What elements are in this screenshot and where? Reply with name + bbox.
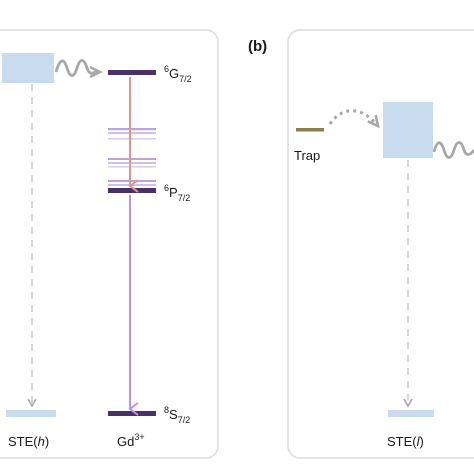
label-ste-l: STE(l) [387, 434, 424, 449]
ste-l-excited-box [383, 102, 433, 158]
ste-l-energy-transfer-wave [432, 141, 474, 159]
panel-a-frame [0, 29, 219, 459]
level-intermediate-3 [108, 138, 156, 140]
ste-l-ground-bar [388, 410, 434, 417]
label-8s72: 8S7/2 [164, 405, 190, 425]
level-6g72 [108, 70, 156, 75]
level-intermediate-6 [108, 166, 156, 168]
label-gd-ion: Gd3+ [117, 432, 145, 449]
label-6g72: 6G7/2 [164, 64, 192, 84]
panel-b-label: (b) [248, 38, 267, 55]
panel-b-frame [287, 29, 474, 459]
level-intermediate-5 [108, 162, 156, 164]
level-intermediate-8 [108, 184, 156, 186]
level-intermediate-2 [108, 132, 156, 135]
label-trap: Trap [294, 148, 320, 163]
ste-h-ground-bar [6, 410, 56, 417]
level-intermediate-7 [108, 180, 156, 182]
ste-h-excited-box [2, 53, 54, 83]
trap-detrap-arrow [328, 109, 380, 129]
level-6p72 [108, 188, 156, 193]
energy-transfer-wave [54, 59, 103, 79]
level-8s72 [108, 411, 156, 416]
level-intermediate-4 [108, 158, 156, 160]
level-intermediate-1 [108, 128, 156, 131]
label-6p72: 6P7/2 [164, 183, 190, 203]
label-ste-h: STE(h) [8, 434, 49, 449]
trap-level [296, 128, 324, 132]
